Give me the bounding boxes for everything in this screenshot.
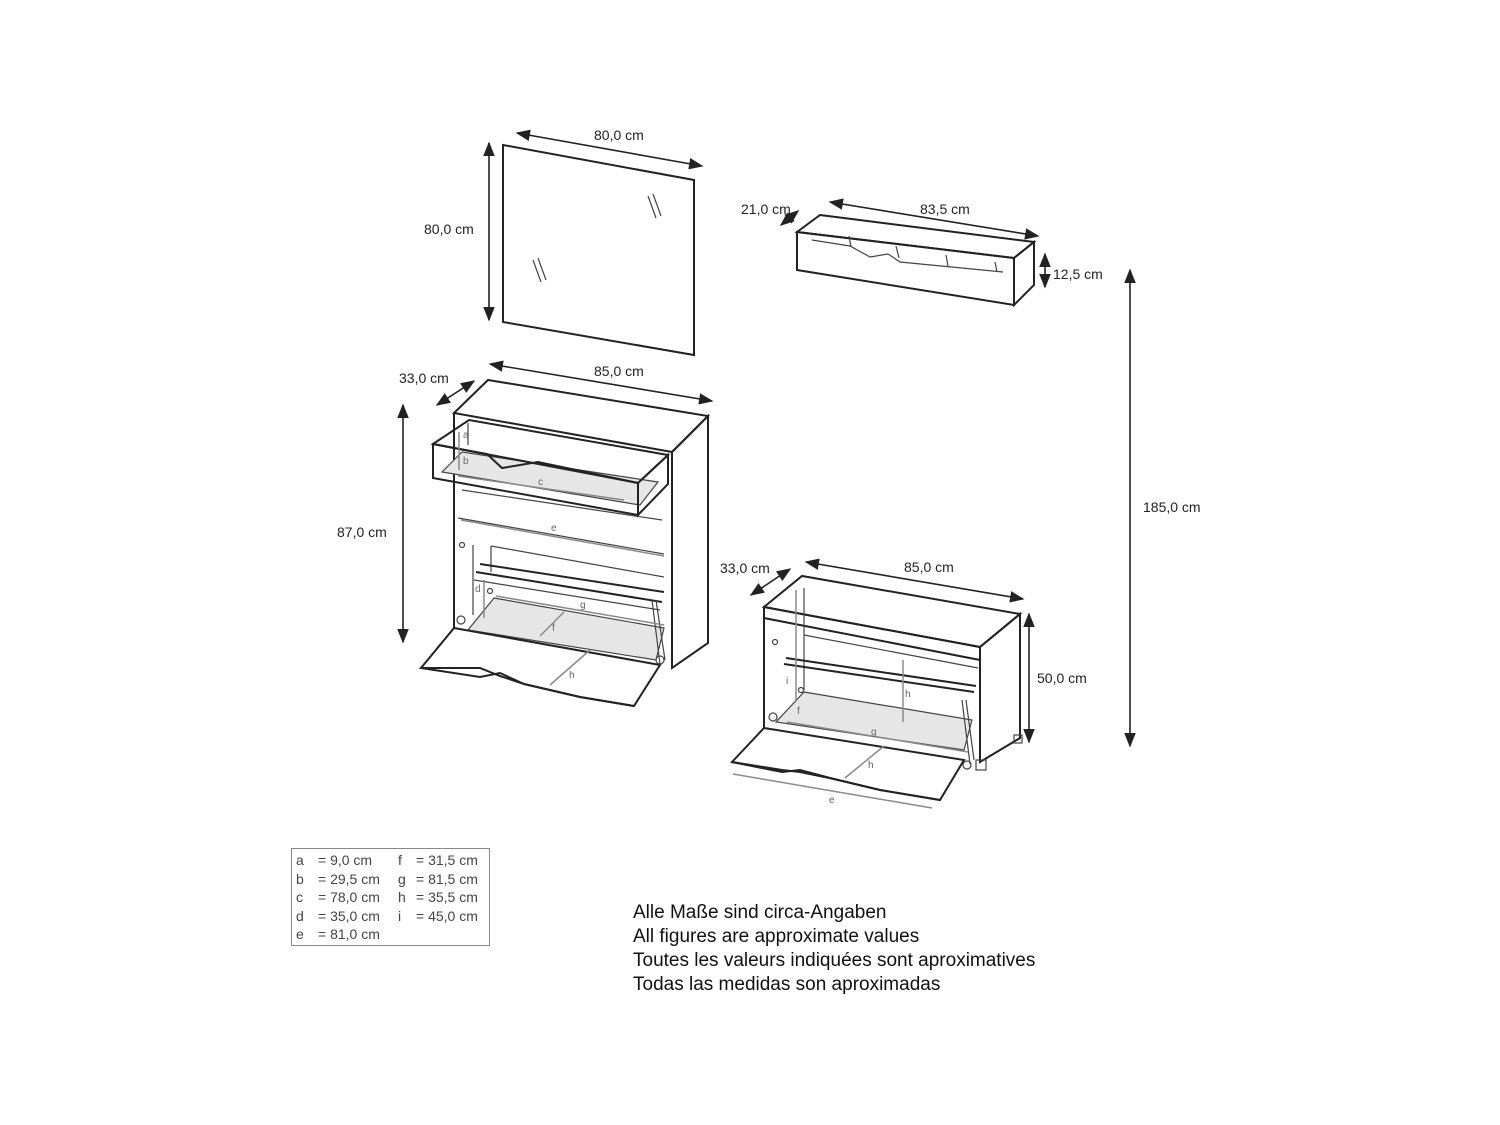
legend-value: = 81,0 cm: [318, 926, 380, 942]
cabinet-width-label: 85,0 cm: [594, 363, 644, 379]
legend-key: a: [296, 852, 304, 868]
cabinet-letter-d: d: [475, 584, 481, 595]
bench-letter-g: g: [871, 727, 877, 738]
cabinet-depth-label: 33,0 cm: [399, 370, 449, 386]
cabinet-width-arrow: [488, 360, 714, 405]
legend-key: e: [296, 926, 304, 942]
legend-key: i: [398, 907, 402, 924]
bench-depth-arrow: [749, 568, 792, 596]
legend-key: d: [296, 907, 304, 924]
shelf-depth-arrow: [779, 210, 800, 226]
cabinet-height-label: 87,0 cm: [337, 524, 387, 540]
measurement-legend: a = 9,0 cm f = 31,5 cm b = 29,5 cm g = 8…: [291, 848, 490, 946]
note-french: Toutes les valeurs indiquées sont aproxi…: [633, 950, 1036, 971]
note-spanish: Todas las medidas son aproximadas: [633, 974, 941, 995]
cabinet-depth-arrow: [435, 380, 476, 406]
shelf-depth-label: 21,0 cm: [741, 201, 791, 217]
total-height: 185,0 cm: [1124, 268, 1201, 748]
cabinet-letter-b: b: [463, 456, 469, 467]
legend-value: = 78,0 cm: [318, 889, 380, 905]
legend-row: a = 9,0 cm f = 31,5 cm: [296, 851, 485, 870]
shelf-width-arrow: [828, 198, 1040, 240]
legend-row: d = 35,0 cm i = 45,0 cm: [296, 907, 485, 926]
legend-value: = 29,5 cm: [318, 870, 380, 887]
bench-width-arrow: [804, 558, 1025, 603]
total-height-label: 185,0 cm: [1143, 499, 1201, 515]
note-english: All figures are approximate values: [633, 926, 920, 947]
cabinet-letter-a: a: [463, 430, 469, 441]
bench-letter-i: i: [786, 676, 788, 687]
cabinet-letter-e: e: [551, 523, 557, 534]
mirror-glare-icon: [532, 193, 662, 283]
mirror-width-label: 80,0 cm: [594, 127, 644, 143]
wall-shelf: 83,5 cm 21,0 cm 12,5 cm: [741, 198, 1103, 308]
legend-row: b = 29,5 cm g = 81,5 cm: [296, 870, 485, 889]
legend-value: = 31,5 cm: [416, 852, 478, 868]
bench-letter-f: f: [797, 706, 800, 717]
legend-row: e = 81,0 cm: [296, 925, 485, 944]
legend-value: = 35,5 cm: [416, 889, 478, 905]
shelf-width-label: 83,5 cm: [920, 201, 970, 217]
legend-key: b: [296, 870, 304, 887]
legend-key: h: [398, 889, 406, 905]
legend-key: g: [398, 870, 406, 887]
cabinet-letter-f: f: [552, 623, 555, 634]
legend-key: c: [296, 889, 303, 905]
bench-height-label: 50,0 cm: [1037, 670, 1087, 686]
legend-key: f: [398, 852, 402, 868]
bench-letter-e: e: [829, 795, 835, 806]
note-german: Alle Maße sind circa-Angaben: [633, 902, 887, 923]
cabinet-letter-c: c: [538, 477, 543, 488]
mirror-width-arrow: [515, 129, 704, 170]
shelf-height-label: 12,5 cm: [1053, 266, 1103, 282]
mirror-height-label: 80,0 cm: [424, 221, 474, 237]
tall-cabinet: a b c e d g f h 85,0 cm 33,0 cm 87,0 cm: [337, 360, 714, 708]
legend-value: = 45,0 cm: [416, 907, 478, 924]
bench: i h f g h e 85,0 cm 33,0 cm 50,0 cm: [720, 558, 1087, 809]
legend-value: = 81,5 cm: [416, 870, 478, 887]
mirror: 80,0 cm 80,0 cm: [424, 127, 704, 357]
legend-value: = 9,0 cm: [318, 852, 373, 868]
bench-letter-h-inner: h: [905, 689, 911, 700]
legend-value: = 35,0 cm: [318, 907, 380, 924]
approximation-notes: Alle Maße sind circa-Angaben All figures…: [633, 901, 1035, 997]
legend-row: c = 78,0 cm h = 35,5 cm: [296, 888, 485, 907]
cabinet-letter-g: g: [580, 600, 586, 611]
bench-letter-h-flap: h: [868, 760, 874, 771]
bench-depth-label: 33,0 cm: [720, 560, 770, 576]
cabinet-letter-h: h: [569, 670, 575, 681]
bench-width-label: 85,0 cm: [904, 559, 954, 575]
